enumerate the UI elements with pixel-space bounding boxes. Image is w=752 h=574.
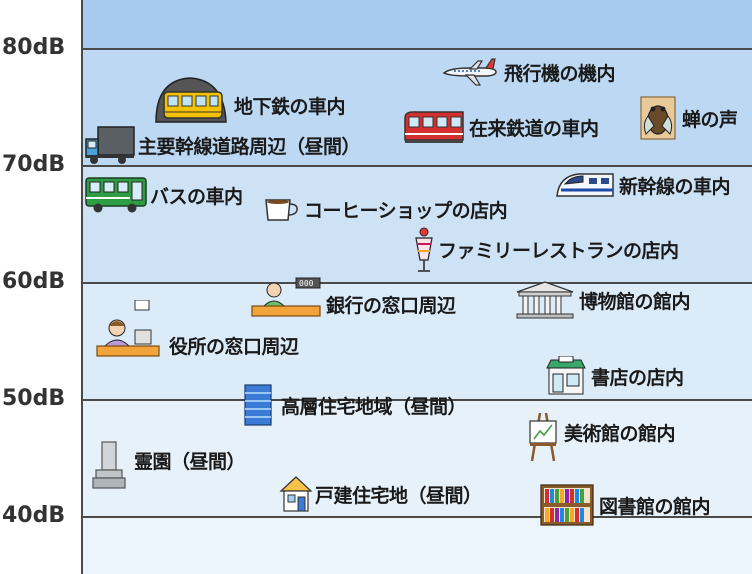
truck-icon [85,126,135,164]
item-city-office-counter: 役所の窓口周辺 [95,300,299,362]
subway-train-icon [155,77,227,123]
item-label: 在来鉄道の車内 [469,117,599,140]
item-label: バスの車内 [150,185,243,208]
item-coffee-shop: コーヒーショップの店内 [262,194,508,224]
item-library: 図書館の館内 [539,483,711,527]
band-50-60 [82,283,752,400]
item-label: 主要幹線道路周辺（昼間） [138,135,361,158]
gravestone-icon [92,441,126,489]
svg-text:000: 000 [299,279,314,288]
item-label: 美術館の館内 [564,422,676,445]
item-label: ファミリーレストランの店内 [438,239,679,262]
item-conventional-railway: 在来鉄道の車内 [403,108,599,146]
band-40-50 [82,400,752,517]
item-label: 地下鉄の車内 [234,95,346,118]
item-cemetery: 霊園（昼間） [92,440,246,490]
item-museum: 博物館の館内 [515,280,691,320]
item-label: 戸建住宅地（昼間） [315,484,482,507]
cicada-icon [640,96,676,140]
item-label: 新幹線の車内 [619,175,731,198]
office-counter-icon [96,300,160,357]
band-80-plus [82,0,752,49]
shinkansen-icon [556,173,614,197]
item-bookstore: 書店の店内 [545,356,684,396]
item-label: 霊園（昼間） [134,450,246,473]
item-label: 役所の窓口周辺 [169,335,299,358]
coffee-cup-icon [265,199,298,221]
art-easel-icon [529,412,557,462]
item-bank-counter: 000 銀行の窓口周辺 [250,276,456,320]
item-art-museum: 美術館の館内 [526,411,676,463]
item-major-road: 主要幹線道路周辺（昼間） [84,125,361,165]
tick-label-60db: 60dB [2,269,66,294]
parfait-icon [415,227,433,272]
item-bus: バスの車内 [84,176,243,214]
bookstore-icon [546,356,586,395]
bus-icon [85,177,147,213]
item-label: 蝉の声 [682,108,738,131]
tick-label-40db: 40dB [2,503,66,528]
item-label: 博物館の館内 [579,290,691,313]
apartment-building-icon [244,384,272,426]
item-high-rise-residential: 高層住宅地域（昼間） [243,383,467,427]
band-60-70 [82,166,752,283]
museum-icon [516,281,574,319]
band-below-40 [82,517,752,574]
item-label: 図書館の館内 [599,495,711,518]
tick-label-70db: 70dB [2,152,66,177]
item-airplane-cabin: 飛行機の機内 [440,55,616,89]
tick-label-50db: 50dB [2,386,66,411]
tick-label-80db: 80dB [2,35,66,60]
item-shinkansen: 新幹線の車内 [555,168,731,202]
library-shelf-icon [540,484,594,526]
item-family-restaurant: ファミリーレストランの店内 [412,226,679,276]
item-label: 高層住宅地域（昼間） [281,395,467,418]
item-detached-housing: 戸建住宅地（昼間） [279,475,482,513]
item-label: 書店の店内 [591,366,684,389]
item-label: 銀行の窓口周辺 [326,294,456,317]
item-label: コーヒーショップの店内 [304,199,508,222]
item-label: 飛行機の機内 [504,62,616,85]
airplane-icon [442,58,497,86]
house-icon [279,476,313,512]
train-icon [404,111,464,143]
bank-counter-icon: 000 [251,277,321,317]
item-subway-car: 地下鉄の車内 [150,72,346,128]
item-cicada: 蝉の声 [640,96,738,140]
